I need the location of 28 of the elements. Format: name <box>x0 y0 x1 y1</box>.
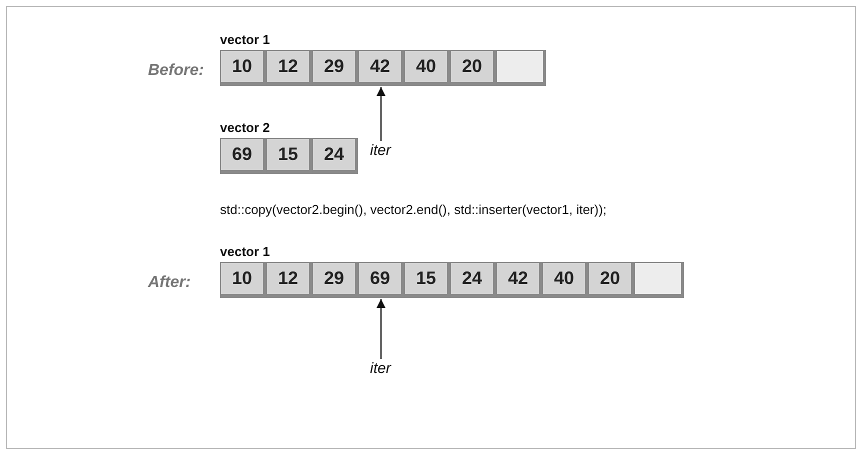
array-cell: 15 <box>266 138 312 174</box>
array-cell: 69 <box>358 262 404 298</box>
array-cell: 20 <box>450 50 496 86</box>
array-cell: 29 <box>312 262 358 298</box>
array-cell: 12 <box>266 50 312 86</box>
array-cell: 24 <box>450 262 496 298</box>
arrow <box>376 87 386 141</box>
array-cell: 20 <box>588 262 634 298</box>
array-cell: 29 <box>312 50 358 86</box>
iterator-label: iter <box>370 360 391 377</box>
array-label: vector 1 <box>220 244 270 259</box>
row-label: Before: <box>148 62 204 80</box>
array-cell: 10 <box>220 50 266 86</box>
iterator-label: iter <box>370 142 391 159</box>
array-label: vector 2 <box>220 120 270 135</box>
array-cell: 40 <box>404 50 450 86</box>
row-label: After: <box>148 274 191 292</box>
code-line: std::copy(vector2.begin(), vector2.end(), std::inserter(vector1, iter)); <box>220 202 607 217</box>
array-cell: 69 <box>220 138 266 174</box>
arrow <box>376 299 386 359</box>
array-cell: 42 <box>358 50 404 86</box>
array-cell: 42 <box>496 262 542 298</box>
array-cell: 12 <box>266 262 312 298</box>
array-cell: 24 <box>312 138 358 174</box>
array-cell: 40 <box>542 262 588 298</box>
array-cell: 15 <box>404 262 450 298</box>
array-cell: 10 <box>220 262 266 298</box>
array-label: vector 1 <box>220 32 270 47</box>
